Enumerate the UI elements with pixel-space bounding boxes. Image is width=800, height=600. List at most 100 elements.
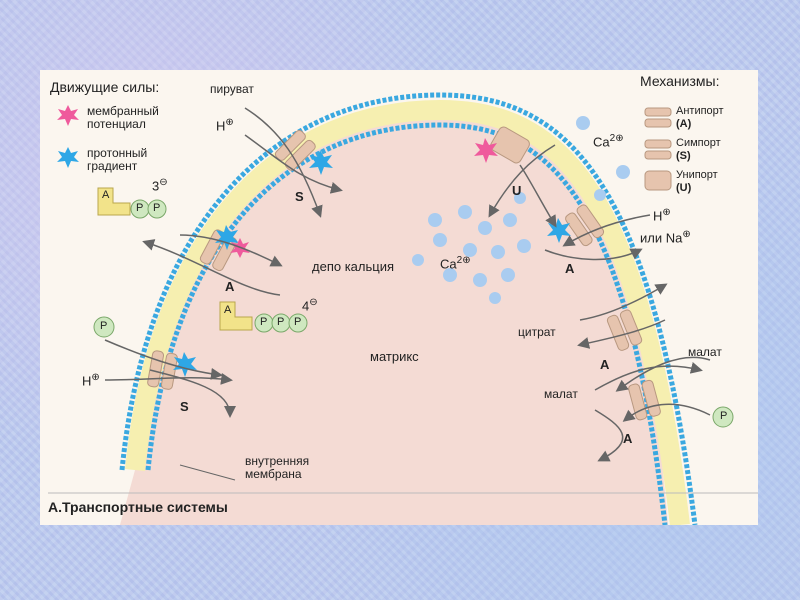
phosphate-left-icon	[93, 316, 115, 338]
arrow-ca-right-out	[544, 248, 643, 261]
ca-matrix-text: Ca	[440, 256, 457, 272]
ca-outside-sup: 2	[609, 133, 616, 144]
h-left-text: H	[82, 373, 92, 389]
uniport-code: (U)	[676, 182, 692, 194]
arrow-pyruvate-in	[244, 107, 323, 218]
arrow-p-in	[104, 339, 223, 380]
proton-gradient-star-bottom	[173, 352, 197, 377]
antiport-left-label: A	[225, 279, 235, 294]
membrane-outer-beads	[119, 92, 698, 525]
phosphate-right-icon	[712, 406, 734, 428]
atp-p3-letter: P	[294, 316, 302, 328]
plus-circle-icon: ⊕	[91, 372, 100, 383]
driving-forces-title: Движущие силы:	[50, 79, 160, 95]
arrow-h-in-bottom	[104, 372, 233, 385]
arrow-malate-right	[594, 361, 703, 391]
proton-gradient-star-left	[215, 225, 239, 250]
proton-gradient-star-top	[309, 150, 333, 175]
uniport-label: Унипорт	[676, 169, 718, 181]
matrix-label: матрикс	[370, 349, 419, 364]
symport-code: (S)	[676, 150, 691, 162]
calcium-ions-matrix	[412, 192, 531, 304]
transport-diagram	[48, 92, 758, 525]
membrane-potential-label: мембранный потенциал	[87, 104, 159, 131]
adp-p1-letter: P	[136, 202, 144, 214]
figure-caption: А.Транспортные системы	[48, 499, 228, 515]
phosphate-left-letter: P	[100, 320, 108, 332]
membrane-potential-star-top-right	[474, 138, 498, 163]
arrow-h-in-bottom-2	[149, 369, 236, 418]
symport-icon	[644, 139, 672, 160]
uniport-diagram-label: U	[512, 183, 522, 198]
transporter-antiport-left	[199, 229, 238, 272]
membrane-inner-beads	[145, 122, 668, 525]
transporter-antiport-right-mid	[606, 309, 643, 351]
arrow-ca-uniport	[519, 164, 557, 228]
calcium-depot-label: депо кальция	[312, 259, 395, 274]
h-right-label: H⊕	[653, 207, 671, 224]
transporter-antiport-right-bottom	[628, 379, 661, 421]
arrow-malate-left	[615, 356, 711, 392]
h-right-text: H	[653, 208, 663, 224]
atp-p1-letter: P	[260, 316, 268, 328]
transporter-symport-top	[274, 129, 316, 171]
uniport-icon	[644, 170, 672, 191]
pyruvate-label: пируват	[210, 82, 254, 96]
inner-membrane-pointer	[179, 464, 236, 481]
symport-top-label: S	[295, 189, 304, 204]
arrow-atp-out	[142, 239, 281, 296]
ca-matrix-sup: 2	[456, 255, 463, 266]
adp-charge-value: 3	[152, 178, 160, 194]
inner-membrane-label: внутренняя мембрана	[245, 454, 310, 481]
calcium-ions-outside	[576, 116, 630, 201]
mechanisms-title: Механизмы:	[640, 73, 720, 89]
plus-circle-icon: ⊕	[662, 207, 671, 218]
ca-outside-label: Ca2⊕	[593, 133, 624, 150]
atp-charge: 4⊖	[302, 297, 318, 314]
symport-label: Симпорт	[676, 137, 721, 149]
matrix-area	[120, 110, 668, 525]
antiport-label: Антипорт	[676, 105, 724, 117]
antiport-right-bottom-label: A	[623, 431, 633, 446]
minus-circle-icon: ⊖	[309, 297, 318, 308]
or-na-label: или Na⊕	[640, 229, 691, 245]
phosphate-right-letter: P	[720, 410, 728, 422]
malate-left-label: малат	[544, 387, 578, 401]
antiport-right-mid-label: A	[600, 357, 610, 372]
proton-gradient-label: протонный градиент	[87, 146, 148, 173]
citrate-label: цитрат	[518, 325, 556, 339]
plus-circle-icon: ⊕	[682, 229, 691, 240]
diagram-panel: Движущие силы: мембранный потенциал прот…	[40, 70, 758, 525]
atp-a-letter: A	[224, 304, 232, 316]
arrow-citrate-in	[577, 319, 666, 349]
plus-circle-icon: ⊕	[225, 117, 234, 128]
arrow-p-right-in	[622, 403, 711, 422]
antiport-code: (A)	[676, 118, 692, 130]
h-top-text: H	[216, 118, 226, 134]
plus-circle-icon: ⊕	[615, 133, 624, 144]
h-left-label: H⊕	[82, 372, 100, 389]
legend-blue-star	[57, 147, 79, 168]
transporter-uniport	[490, 126, 530, 164]
adp-charge: 3⊖	[152, 177, 168, 194]
arrow-adp-in	[179, 234, 283, 267]
minus-circle-icon: ⊖	[159, 177, 168, 188]
arrow-ca-in	[488, 144, 556, 218]
ca-matrix-label: Ca2⊕	[440, 255, 471, 272]
transport-arrows	[104, 107, 711, 462]
arrow-malate-bottom-out	[594, 409, 624, 462]
antiport-icon	[644, 107, 672, 128]
symport-bottom-label: S	[180, 399, 189, 414]
arrow-h-right-in	[562, 214, 651, 247]
atp-icon	[219, 301, 308, 333]
arrow-h-in-top	[244, 134, 343, 194]
ca-outside-text: Ca	[593, 134, 610, 150]
plus-circle-icon: ⊕	[462, 255, 471, 266]
adp-a-letter: A	[102, 189, 110, 201]
antiport-right-top-label: A	[565, 261, 575, 276]
atp-charge-value: 4	[302, 298, 310, 314]
arrow-citrate-out	[579, 283, 668, 321]
legend-pink-star	[57, 105, 79, 126]
malate-right-label: малат	[688, 345, 722, 359]
adp-icon	[97, 187, 167, 219]
